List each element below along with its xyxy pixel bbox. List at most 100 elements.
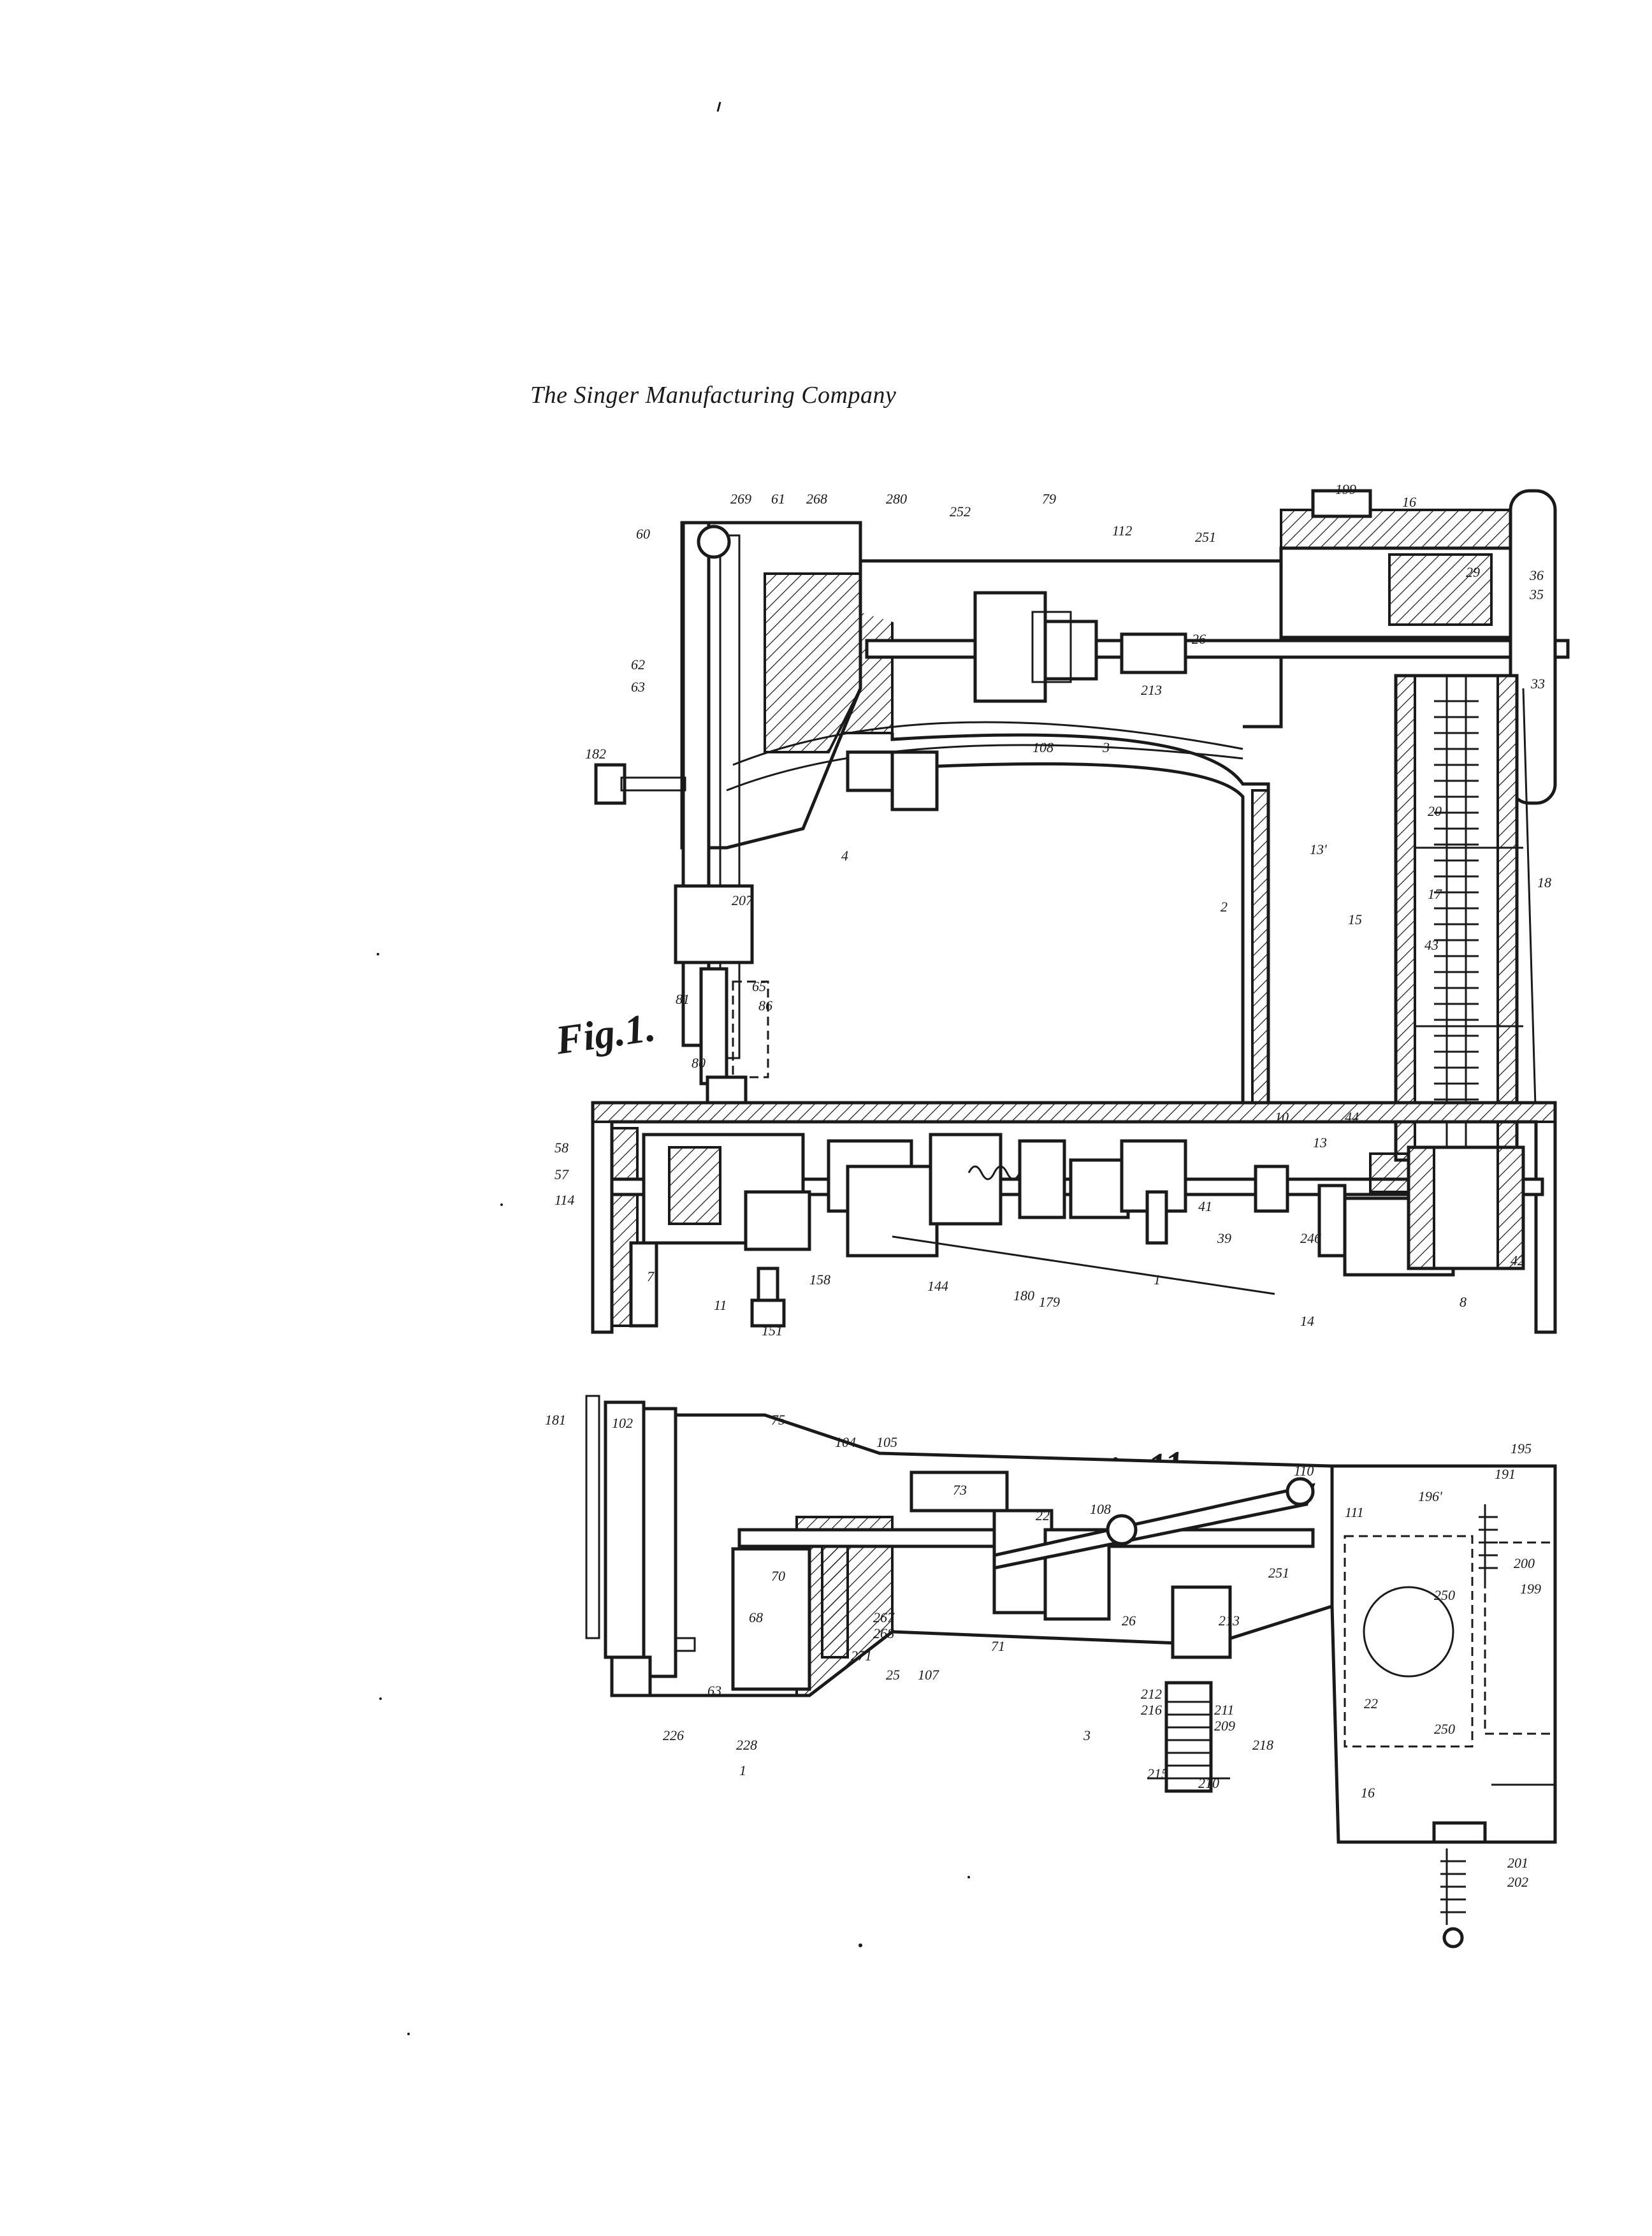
svg-text:271: 271 bbox=[851, 1648, 872, 1664]
shaft-bearing bbox=[1256, 1166, 1287, 1211]
svg-text:71: 71 bbox=[991, 1638, 1005, 1654]
svg-text:42: 42 bbox=[1511, 1252, 1525, 1268]
svg-text:104: 104 bbox=[835, 1434, 856, 1450]
svg-text:267: 267 bbox=[873, 1609, 895, 1625]
svg-text:158: 158 bbox=[809, 1272, 830, 1288]
svg-text:112: 112 bbox=[1112, 523, 1132, 539]
svg-text:251: 251 bbox=[1268, 1565, 1289, 1581]
svg-text:144: 144 bbox=[927, 1278, 948, 1294]
svg-text:16: 16 bbox=[1402, 494, 1416, 510]
svg-text:213: 213 bbox=[1219, 1613, 1240, 1629]
figure-11-drawing bbox=[586, 1396, 1555, 1947]
svg-text:86: 86 bbox=[758, 998, 772, 1013]
svg-text:250: 250 bbox=[1434, 1587, 1455, 1603]
scan-specks bbox=[377, 102, 970, 2035]
svg-text:199: 199 bbox=[1520, 1581, 1541, 1597]
svg-text:211: 211 bbox=[1214, 1702, 1234, 1718]
svg-text:26: 26 bbox=[1192, 631, 1206, 647]
svg-text:63: 63 bbox=[631, 679, 645, 695]
svg-text:202: 202 bbox=[1507, 1874, 1528, 1890]
svg-text:212: 212 bbox=[1141, 1686, 1162, 1702]
svg-text:213: 213 bbox=[1141, 682, 1162, 698]
svg-text:22: 22 bbox=[1036, 1507, 1050, 1523]
svg-text:2: 2 bbox=[1221, 899, 1228, 915]
bracket bbox=[892, 752, 937, 809]
svg-text:62: 62 bbox=[631, 657, 645, 672]
svg-text:33: 33 bbox=[1530, 676, 1545, 692]
svg-text:182: 182 bbox=[585, 746, 606, 762]
svg-text:110: 110 bbox=[1294, 1463, 1314, 1479]
standard-wall bbox=[1252, 790, 1268, 1122]
svg-text:268: 268 bbox=[873, 1625, 894, 1641]
gooseneck-standard bbox=[892, 733, 1268, 1122]
svg-text:11: 11 bbox=[714, 1297, 727, 1313]
bottom-spring bbox=[1440, 1848, 1466, 1925]
svg-text:4: 4 bbox=[841, 848, 848, 864]
svg-text:280: 280 bbox=[886, 491, 907, 507]
svg-text:209: 209 bbox=[1214, 1718, 1235, 1734]
collar bbox=[1122, 634, 1185, 672]
head-pivot bbox=[699, 526, 729, 557]
svg-text:191: 191 bbox=[1495, 1466, 1516, 1482]
svg-text:43: 43 bbox=[1424, 937, 1438, 953]
svg-text:151: 151 bbox=[762, 1323, 783, 1339]
svg-text:41: 41 bbox=[1198, 1198, 1212, 1214]
svg-text:36: 36 bbox=[1529, 567, 1544, 583]
svg-text:207: 207 bbox=[732, 892, 753, 908]
svg-text:228: 228 bbox=[736, 1737, 757, 1753]
faceplate-edge bbox=[586, 1396, 599, 1638]
svg-text:80: 80 bbox=[692, 1055, 706, 1071]
faceplate bbox=[605, 1402, 644, 1657]
svg-text:35: 35 bbox=[1529, 586, 1544, 602]
svg-text:218: 218 bbox=[1252, 1737, 1273, 1753]
svg-text:79: 79 bbox=[1042, 491, 1056, 507]
figure-1-drawing bbox=[593, 491, 1568, 1332]
svg-text:201: 201 bbox=[1507, 1855, 1528, 1871]
svg-text:44: 44 bbox=[1345, 1109, 1359, 1125]
svg-text:216: 216 bbox=[1141, 1702, 1162, 1718]
thread-tension-knob bbox=[596, 765, 625, 803]
bed-top-plate bbox=[593, 1103, 1555, 1122]
svg-text:251: 251 bbox=[1195, 529, 1216, 545]
svg-text:81: 81 bbox=[676, 991, 690, 1007]
svg-text:246: 246 bbox=[1300, 1230, 1321, 1246]
svg-text:20: 20 bbox=[1428, 803, 1442, 819]
svg-text:226: 226 bbox=[663, 1727, 684, 1743]
svg-text:105: 105 bbox=[876, 1434, 897, 1450]
svg-text:39: 39 bbox=[1217, 1230, 1231, 1246]
svg-text:111: 111 bbox=[1345, 1504, 1364, 1520]
needle-guard bbox=[733, 982, 768, 1077]
svg-text:17: 17 bbox=[1428, 886, 1442, 902]
presser-foot bbox=[707, 1077, 746, 1103]
svg-text:65: 65 bbox=[752, 978, 766, 994]
svg-text:58: 58 bbox=[554, 1140, 569, 1156]
svg-text:196': 196' bbox=[1418, 1488, 1442, 1504]
svg-text:252: 252 bbox=[950, 504, 971, 519]
svg-text:70: 70 bbox=[771, 1568, 785, 1584]
svg-text:1: 1 bbox=[1154, 1272, 1161, 1288]
svg-text:200: 200 bbox=[1514, 1555, 1535, 1571]
svg-text:250: 250 bbox=[1434, 1721, 1455, 1737]
svg-text:179: 179 bbox=[1039, 1294, 1060, 1310]
svg-text:114: 114 bbox=[554, 1192, 574, 1208]
base-leg bbox=[631, 1243, 656, 1326]
svg-text:181: 181 bbox=[545, 1412, 566, 1428]
svg-text:107: 107 bbox=[918, 1667, 939, 1683]
looper-carrier bbox=[1071, 1160, 1128, 1217]
presser-bar bbox=[683, 523, 709, 1045]
eccentric-cam bbox=[975, 593, 1045, 701]
svg-text:18: 18 bbox=[1537, 875, 1551, 890]
svg-text:15: 15 bbox=[1348, 911, 1362, 927]
svg-text:7: 7 bbox=[647, 1268, 655, 1284]
svg-text:63: 63 bbox=[707, 1683, 721, 1699]
svg-text:3: 3 bbox=[1102, 739, 1110, 755]
svg-text:108: 108 bbox=[1032, 739, 1054, 755]
svg-text:180: 180 bbox=[1013, 1288, 1034, 1303]
svg-text:25: 25 bbox=[886, 1667, 900, 1683]
svg-text:8: 8 bbox=[1460, 1294, 1467, 1310]
svg-text:210: 210 bbox=[1198, 1775, 1219, 1791]
housing-wall-left bbox=[1396, 676, 1415, 1160]
svg-text:57: 57 bbox=[554, 1166, 569, 1182]
